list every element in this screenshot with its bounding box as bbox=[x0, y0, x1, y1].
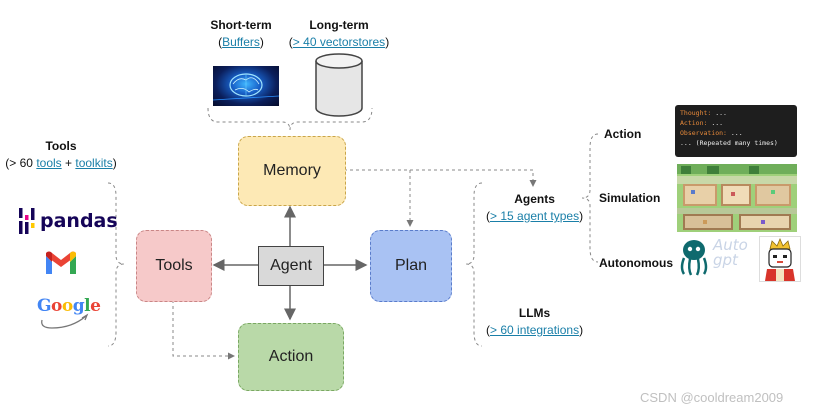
dashed-memory-agents bbox=[344, 169, 537, 187]
short-term-subtitle: (Buffers) bbox=[205, 35, 277, 49]
paren: ( bbox=[486, 323, 490, 337]
paren: ) bbox=[385, 35, 390, 49]
tools-section-subtitle: (> 60 tools + toolkits) bbox=[2, 156, 120, 170]
code-value: ... bbox=[707, 119, 724, 127]
vectorstores-link[interactable]: > 40 vectorstores bbox=[292, 35, 386, 49]
memory-bracket bbox=[207, 107, 373, 131]
code-key: Action: bbox=[680, 119, 708, 127]
code-line-repeat: ... (Repeated many times) bbox=[680, 139, 778, 147]
right-label-autonomous: Autonomous bbox=[599, 256, 673, 270]
short-term-title: Short-term bbox=[210, 18, 272, 32]
integrations-link[interactable]: > 60 integrations bbox=[490, 323, 580, 337]
paren: ) bbox=[579, 209, 584, 223]
google-text: Google bbox=[37, 296, 101, 316]
tools-section-header: Tools (> 60 tools + toolkits) bbox=[2, 139, 120, 170]
gmail-icon bbox=[46, 251, 76, 274]
llms-title: LLMs bbox=[518, 306, 551, 320]
paren: ) bbox=[112, 156, 117, 170]
plus-sign: + bbox=[61, 156, 76, 170]
agent-types-link[interactable]: > 15 agent types bbox=[490, 209, 580, 223]
google-wordmark: Google bbox=[37, 296, 101, 316]
action-label: Action bbox=[268, 348, 314, 365]
paren: ) bbox=[259, 35, 264, 49]
short-term-block: Short-term (Buffers) bbox=[205, 18, 277, 49]
memory-box[interactable]: Memory bbox=[238, 136, 346, 206]
database-cylinder-icon bbox=[315, 53, 363, 117]
code-line-thought: Thought: ... bbox=[680, 108, 792, 118]
code-value: ... bbox=[726, 129, 743, 137]
tools-bracket bbox=[107, 182, 125, 347]
autogpt-logo: Auto gpt bbox=[713, 236, 748, 269]
pixel-town-icon bbox=[677, 164, 797, 230]
tools-label: Tools bbox=[155, 257, 193, 274]
memory-label: Memory bbox=[263, 162, 321, 179]
buffers-link[interactable]: Buffers bbox=[222, 35, 260, 49]
octopus-logo-icon bbox=[680, 240, 708, 276]
babyagi-image bbox=[759, 236, 801, 282]
agent-label: Agent bbox=[270, 257, 312, 274]
brain-icon bbox=[212, 73, 280, 101]
watermark: CSDN @cooldream2009 bbox=[640, 390, 784, 405]
code-key: Thought: bbox=[680, 109, 712, 117]
agents-llms-bracket bbox=[465, 182, 483, 347]
pandas-wordmark: pandas bbox=[40, 210, 118, 232]
right-label-action: Action bbox=[604, 127, 642, 141]
tools-section-title: Tools bbox=[45, 139, 77, 153]
pandas-mark-icon bbox=[19, 208, 35, 234]
agents-title: Agents bbox=[514, 192, 555, 206]
paren: ( bbox=[218, 35, 223, 49]
agent-types-bracket bbox=[581, 133, 599, 263]
google-logo: Google bbox=[36, 294, 101, 330]
long-term-title: Long-term bbox=[309, 18, 369, 32]
react-code-panel: Thought: ... Action: ... Observation: ..… bbox=[675, 105, 797, 157]
brain-image bbox=[212, 66, 280, 106]
code-key: Observation: bbox=[680, 129, 727, 137]
google-swirl-icon bbox=[41, 313, 89, 329]
right-label-simulation: Simulation bbox=[599, 191, 661, 205]
simulation-image bbox=[677, 164, 797, 232]
agent-box[interactable]: Agent bbox=[258, 246, 324, 286]
paren: ) bbox=[579, 323, 584, 337]
agents-block: Agents (> 15 agent types) bbox=[486, 192, 583, 223]
tools-link[interactable]: tools bbox=[36, 156, 62, 170]
paren: ( bbox=[486, 209, 490, 223]
paren: ( bbox=[288, 35, 293, 49]
king-character-icon bbox=[765, 237, 795, 281]
plan-label: Plan bbox=[394, 257, 428, 274]
code-line-action: Action: ... bbox=[680, 118, 792, 128]
dashed-tools-action bbox=[172, 300, 235, 360]
toolkits-link[interactable]: toolkits bbox=[75, 156, 113, 170]
code-value: ... bbox=[711, 109, 727, 117]
agents-subtitle: (> 15 agent types) bbox=[486, 209, 583, 223]
llms-subtitle: (> 60 integrations) bbox=[486, 323, 583, 337]
code-line-observation: Observation: ... bbox=[680, 128, 792, 138]
plan-box[interactable]: Plan bbox=[370, 230, 452, 302]
long-term-subtitle: (> 40 vectorstores) bbox=[282, 35, 396, 49]
long-term-block: Long-term (> 40 vectorstores) bbox=[282, 18, 396, 49]
pandas-logo: pandas bbox=[18, 208, 118, 234]
action-box[interactable]: Action bbox=[238, 323, 344, 391]
tools-box[interactable]: Tools bbox=[136, 230, 212, 302]
tools-count-prefix: (> 60 bbox=[5, 156, 37, 170]
llms-block: LLMs (> 60 integrations) bbox=[486, 306, 583, 337]
